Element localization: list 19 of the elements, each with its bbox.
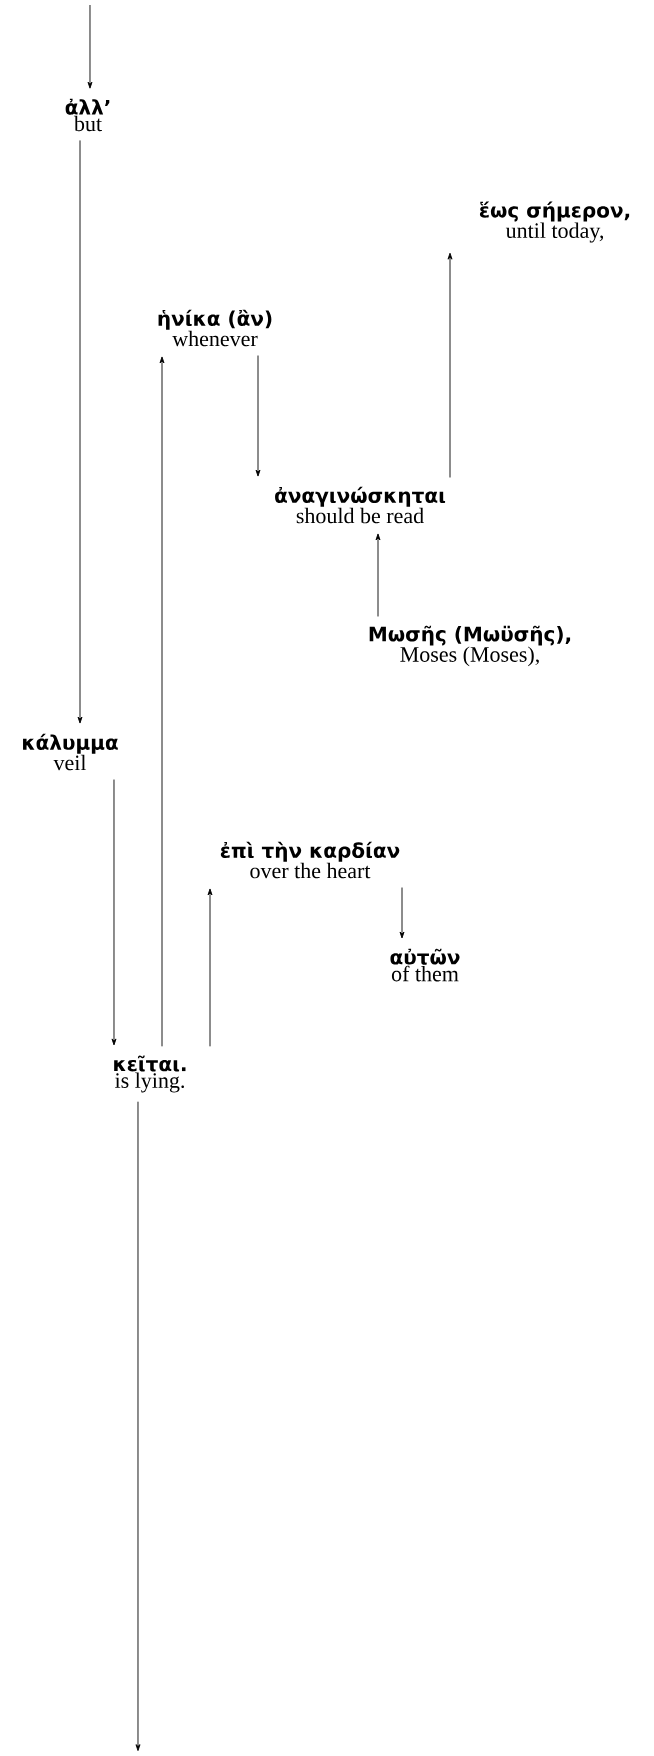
arrow: [159, 356, 165, 1047]
word-group: κάλυμμα veil: [23, 733, 118, 771]
word-group: ἡνίκα (ἂν) whenever: [158, 309, 272, 347]
arrow: [375, 533, 381, 617]
word-group: αὐτῶν of them: [390, 948, 460, 982]
arrow: [111, 779, 117, 1046]
arrow: [399, 887, 405, 939]
word-group: ἕως σήμερον, until today,: [479, 201, 630, 243]
arrow: [135, 1101, 141, 1752]
word-group: Μωσῆς (Μωϋσῆς), Moses (Moses),: [369, 625, 571, 667]
word-group: κεῖται. is lying.: [114, 1055, 186, 1093]
arrow: [77, 139, 83, 724]
arrow: [447, 252, 453, 478]
arrow: [255, 355, 261, 477]
word-group: ἀλλ’ but: [65, 98, 110, 132]
arrow: [87, 4, 93, 89]
word-group: ἀναγινώσκηται should be read: [275, 486, 446, 524]
arrow: [207, 888, 213, 1047]
word-group: ἐπὶ τὴν καρδίαν over the heart: [220, 841, 400, 879]
